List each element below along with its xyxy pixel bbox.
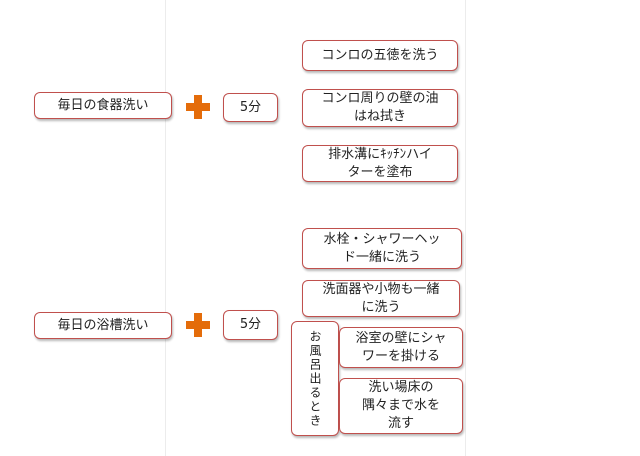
bath-exit-label-box: お風呂出るとき — [291, 321, 339, 436]
item-box-faucet: 水栓・シャワーヘッ ド一緒に洗う — [302, 228, 462, 269]
item-box-drain: 排水溝にｷｯﾁﾝハイ ターを塗布 — [302, 145, 458, 182]
time-box-bathtub: 5分 — [223, 310, 278, 340]
item-box-stove-trivet: コンロの五徳を洗う — [302, 40, 458, 71]
item-box-stove-wall: コンロ周りの壁の油 はね拭き — [302, 89, 458, 127]
task-box-bathtub: 毎日の浴槽洗い — [34, 312, 172, 339]
plus-icon — [186, 95, 210, 119]
task-box-dishwashing: 毎日の食器洗い — [34, 92, 172, 119]
time-box-dishwashing: 5分 — [223, 93, 278, 122]
item-box-floor-rinse: 洗い場床の 隅々まで水を 流す — [339, 378, 463, 434]
item-box-wall-shower: 浴室の壁にシャ ワーを掛ける — [339, 327, 463, 368]
item-box-basin: 洗面器や小物も一緒 に洗う — [302, 280, 460, 317]
column-guide — [465, 0, 466, 456]
column-guide — [165, 0, 166, 456]
bath-exit-label: お風呂出るとき — [308, 330, 322, 428]
plus-icon — [186, 313, 210, 337]
